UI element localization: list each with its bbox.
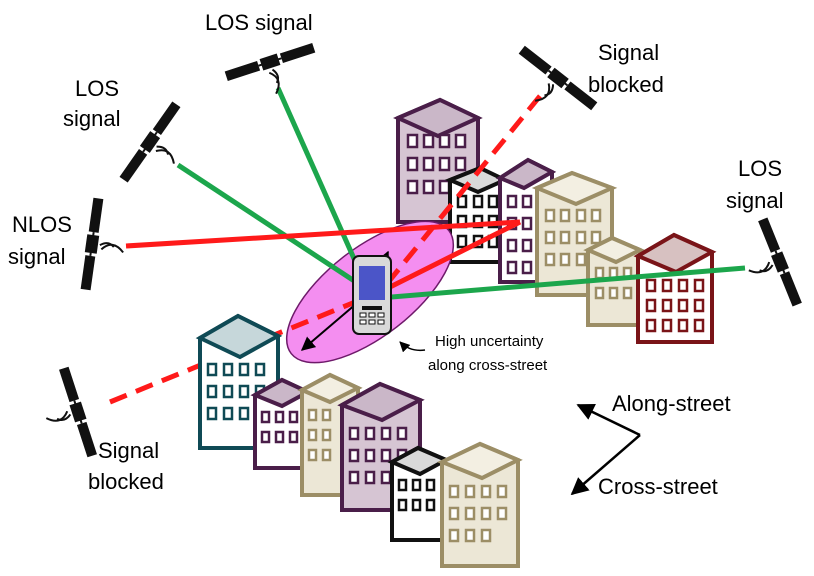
nlos-line-reflected bbox=[378, 219, 522, 295]
building-icon bbox=[583, 235, 645, 327]
los-top-label: LOS signal bbox=[205, 10, 313, 35]
los-left-label-1: LOS bbox=[75, 76, 119, 101]
satellite-icon bbox=[117, 99, 204, 200]
uncertainty-pointer bbox=[399, 341, 426, 353]
satellite-icon bbox=[78, 196, 132, 296]
building-icon bbox=[437, 441, 523, 568]
los-right-label-2: signal bbox=[726, 188, 783, 213]
nlos-line-incoming bbox=[125, 219, 521, 249]
buildings-back bbox=[393, 97, 717, 344]
uncertainty-label-2: along cross-street bbox=[428, 357, 548, 374]
building-icon bbox=[387, 445, 451, 542]
building-icon bbox=[250, 377, 313, 470]
los-line-top bbox=[275, 86, 371, 292]
blocked-bottom-label-2: blocked bbox=[88, 469, 164, 494]
signal-lines bbox=[109, 86, 746, 405]
building-icon bbox=[393, 97, 483, 224]
along-street-label: Along-street bbox=[612, 391, 731, 416]
satellite-icon bbox=[32, 365, 99, 467]
nlos-label-2: signal bbox=[8, 244, 65, 269]
los-line-right bbox=[379, 265, 746, 301]
building-icon bbox=[444, 165, 510, 264]
blocked-top-label-1: Signal bbox=[598, 40, 659, 65]
cross-street-label: Cross-street bbox=[598, 474, 718, 499]
smartphone-icon bbox=[352, 255, 392, 335]
nlos-label-1: NLOS bbox=[12, 212, 72, 237]
blocked-line-bottom bbox=[109, 297, 361, 405]
buildings-front bbox=[195, 313, 523, 568]
street-direction-arrows bbox=[570, 403, 641, 496]
los-right-label-1: LOS bbox=[738, 156, 782, 181]
satellite-icon bbox=[501, 43, 599, 133]
building-icon bbox=[633, 232, 717, 344]
satellite-icon bbox=[223, 41, 325, 108]
blocked-bottom-label-1: Signal bbox=[98, 438, 159, 463]
blocked-top-label-2: blocked bbox=[588, 72, 664, 97]
blocked-line-top bbox=[388, 94, 542, 282]
los-line-left bbox=[176, 162, 370, 293]
uncertainty-label-1: High uncertainty bbox=[435, 333, 544, 350]
los-left-label-2: signal bbox=[63, 106, 120, 131]
